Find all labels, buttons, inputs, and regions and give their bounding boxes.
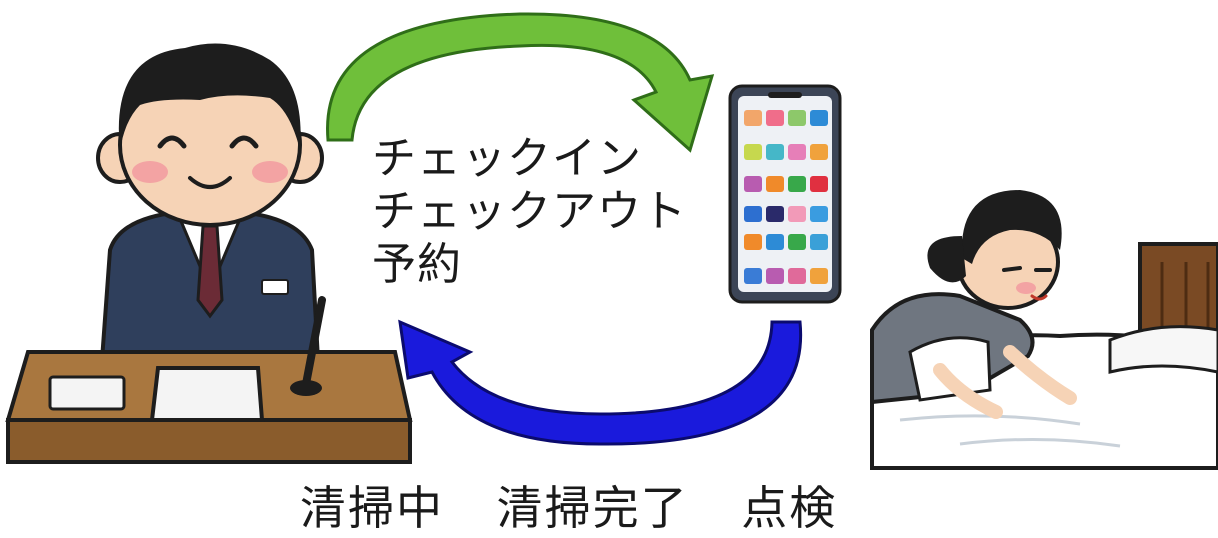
cleaning-status-row: 清掃中 清掃完了 点検	[300, 472, 837, 538]
arrow-to-reception	[398, 319, 803, 446]
checkout-label: チェックアウト	[372, 186, 687, 237]
reception-desk	[5, 296, 413, 464]
app-actions-list: チェックイン チェックアウト 予約	[372, 132, 687, 291]
checkin-label: チェックイン	[372, 133, 642, 184]
arrow-to-phone	[326, 12, 715, 153]
status-cleaning-complete: 清掃完了	[496, 481, 689, 535]
status-cleaning: 清掃中	[300, 481, 444, 535]
smartphone-icon	[728, 84, 842, 304]
status-inspection: 点検	[741, 481, 838, 535]
receptionist-illustration	[96, 43, 324, 362]
reservation-label: 予約	[372, 239, 462, 290]
housekeeper-illustration	[870, 190, 1218, 470]
